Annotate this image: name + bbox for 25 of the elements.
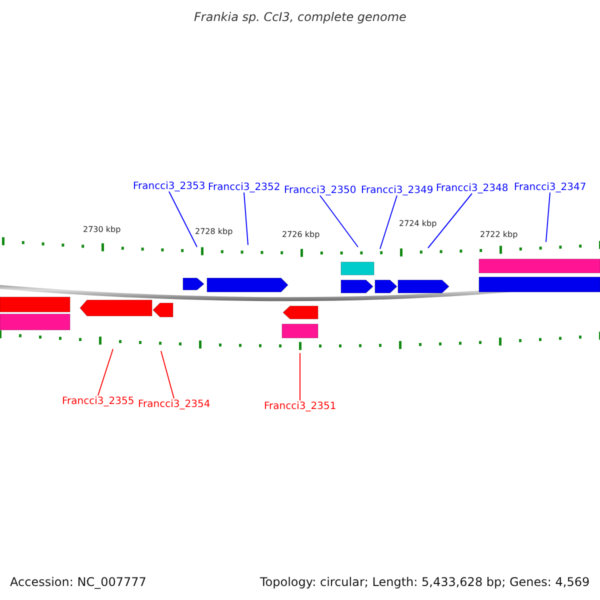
footer-text: Accession: NC_007777 xyxy=(10,575,146,589)
gene-label: Francci3_2351 xyxy=(264,400,336,412)
scale-label: 2726 kbp xyxy=(282,230,320,238)
footer-text: Topology: circular; Length: 5,433,628 bp; Genes: 4,569 xyxy=(260,575,590,589)
leader-line xyxy=(546,192,550,242)
scale-label: 2722 kbp xyxy=(480,230,518,238)
leader-line xyxy=(98,348,114,396)
scale-label: 2724 kbp xyxy=(399,218,437,228)
gene-label: Francci3_2348 xyxy=(436,182,508,194)
gene-label: Francci3_2352 xyxy=(208,182,280,192)
gene-label: Francci3_2354 xyxy=(138,398,210,410)
scale-label: 2728 kbp xyxy=(195,226,233,236)
scale-label: 2730 kbp xyxy=(83,224,121,234)
gene-label: Francci3_2355 xyxy=(62,396,134,406)
gene-label: Francci3_2347 xyxy=(514,182,586,192)
leader-line xyxy=(320,195,358,248)
leader-line xyxy=(168,191,198,248)
leader-line xyxy=(160,350,174,399)
leader-line xyxy=(380,195,398,250)
leader-line xyxy=(428,193,472,248)
gene-label: Francci3_2350 xyxy=(284,184,356,196)
title: Frankia sp. CcI3, complete genome xyxy=(194,10,406,24)
gene-label: Francci3_2349 xyxy=(361,184,434,196)
gene-label: Francci3_2353 xyxy=(133,180,206,192)
leader-line xyxy=(244,192,248,246)
